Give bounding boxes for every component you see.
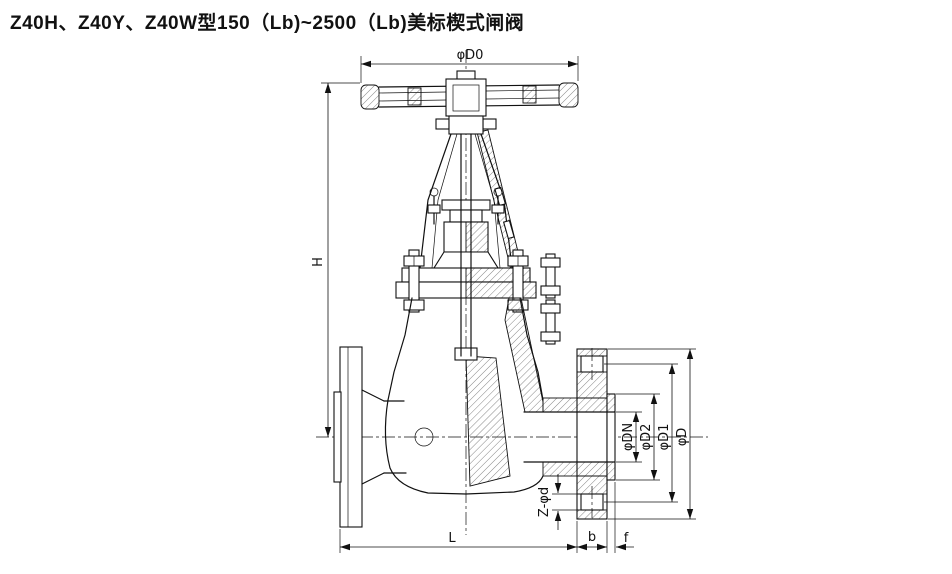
dim-h: H — [311, 82, 360, 437]
dim-f: f — [614, 482, 634, 553]
left-flange — [333, 346, 434, 528]
gate-wedge — [454, 347, 511, 487]
dim-dn-label: φDN — [621, 423, 636, 451]
handwheel — [360, 70, 579, 117]
dim-zd-label: Z-φd — [537, 487, 552, 517]
dim-b-label: b — [588, 530, 596, 545]
dim-d2-label: φD2 — [639, 424, 654, 451]
dim-d2: φD2 — [616, 393, 660, 481]
body-boss — [414, 427, 434, 447]
dim-b: b — [577, 521, 608, 553]
dim-l-label: L — [448, 531, 456, 546]
dim-f-label: f — [624, 531, 629, 546]
right-flange — [576, 348, 616, 520]
gland-assembly — [427, 187, 505, 269]
dim-zd: Z-φd — [537, 474, 580, 530]
dim-d0-label: φD0 — [457, 48, 484, 63]
dimensions: φD0 H L b f — [311, 48, 696, 553]
dim-d1-label: φD1 — [657, 424, 672, 451]
yoke-nut — [435, 115, 497, 135]
right-pipe — [523, 397, 616, 477]
dim-h-label: H — [311, 257, 326, 267]
dim-d1: φD1 — [604, 363, 678, 503]
stem — [460, 133, 472, 357]
dim-d0: φD0 — [360, 48, 579, 83]
drawing-title: Z40H、Z40Y、Z40W型150（Lb)~2500（Lb)美标楔式闸阀 — [10, 13, 525, 34]
dim-d-label: φD — [675, 428, 690, 447]
dim-d-outer: φD — [608, 348, 696, 520]
dim-l: L — [339, 521, 578, 553]
valve-body — [384, 297, 544, 495]
handwheel-hub — [445, 78, 487, 117]
left-raised-face — [333, 391, 342, 483]
dim-dn: φDN — [616, 411, 642, 463]
bonnet-side-bolts — [540, 253, 561, 345]
wedge-tee — [454, 347, 478, 361]
bonnet — [395, 267, 537, 299]
